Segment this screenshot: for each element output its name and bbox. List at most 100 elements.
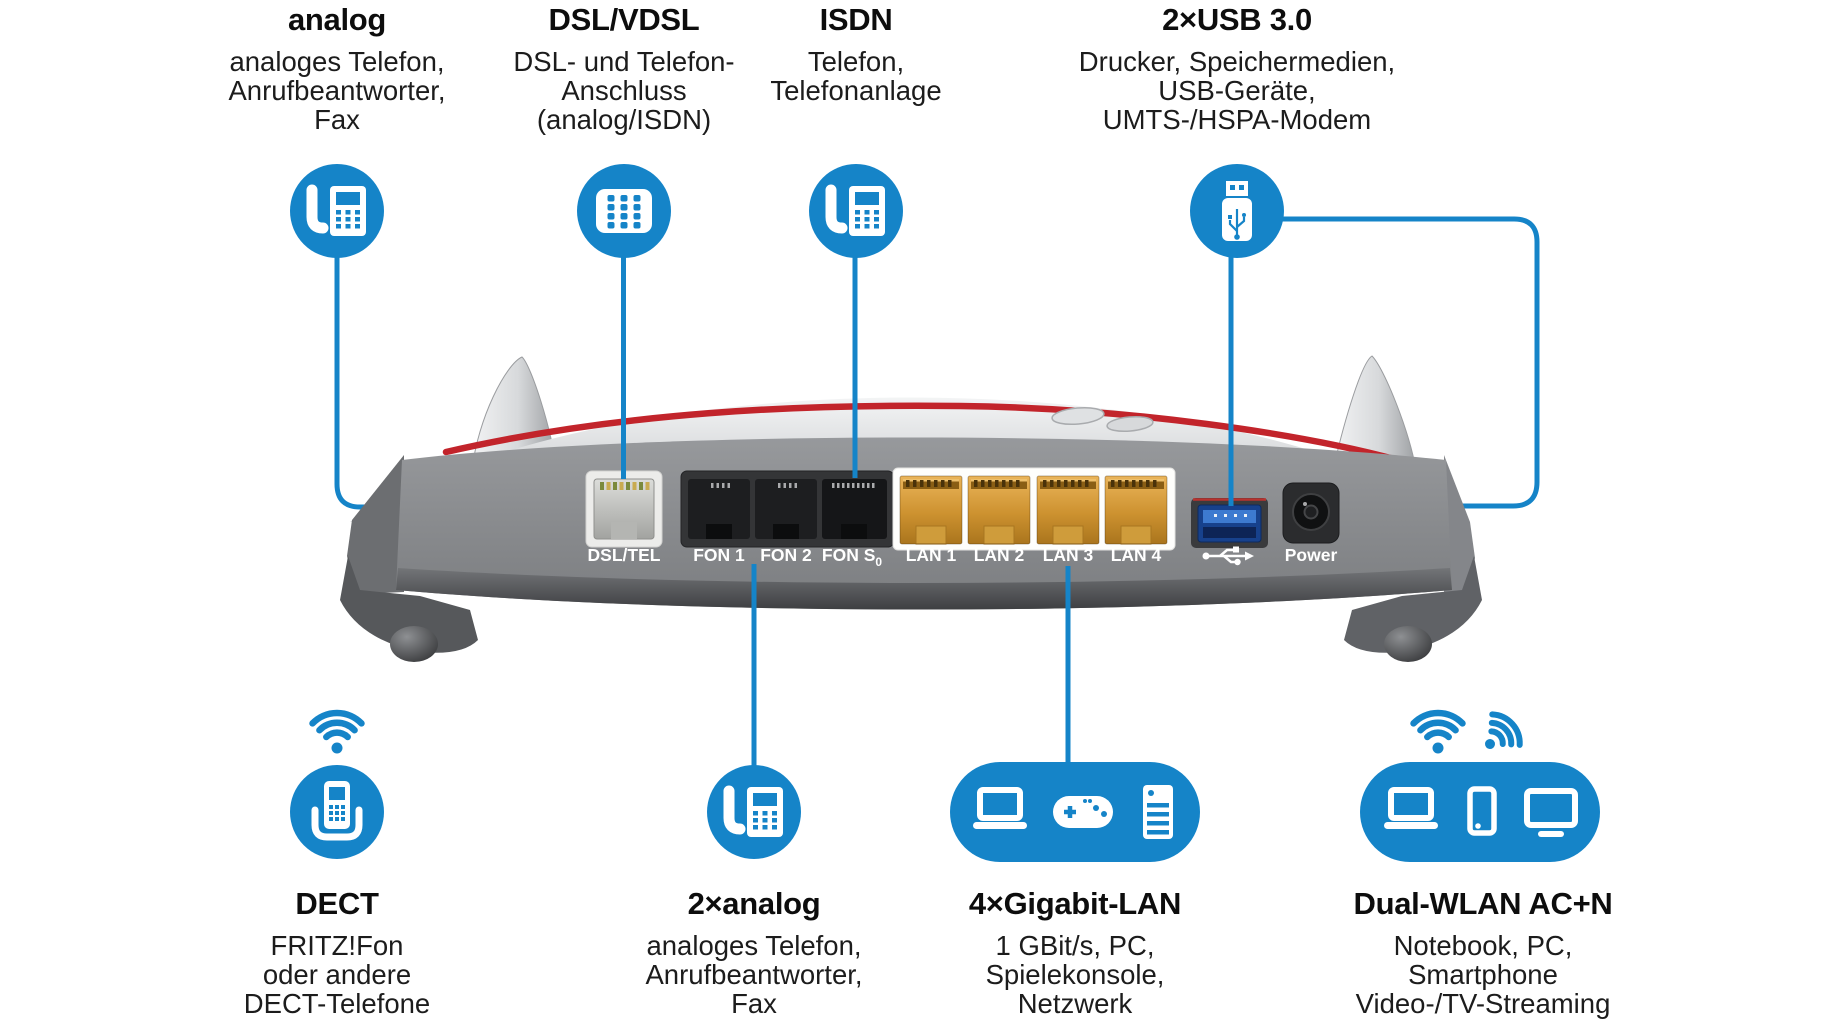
fon1-port bbox=[688, 479, 750, 539]
pc-tower-icon bbox=[1143, 785, 1173, 839]
fon-s0-port bbox=[822, 479, 887, 539]
usb-port bbox=[1191, 498, 1268, 548]
left-foot-flange bbox=[340, 556, 478, 653]
usb-stick-icon bbox=[1222, 181, 1252, 241]
lan2-port bbox=[967, 475, 1031, 545]
fon-port-block bbox=[680, 470, 895, 548]
section-line: Netzwerk bbox=[1017, 988, 1133, 1019]
section-heading: ISDN bbox=[819, 2, 893, 37]
dect-wifi-icon bbox=[309, 709, 365, 754]
panel-bottom-bevel bbox=[396, 568, 1452, 610]
section-heading: 2×USB 3.0 bbox=[1162, 2, 1312, 37]
left-foot-ball bbox=[390, 626, 438, 662]
section-line: oder andere bbox=[262, 959, 412, 990]
section-analog: analog analoges Telefon, Anrufbeantworte… bbox=[157, 2, 517, 134]
section-isdn: ISDN Telefon, Telefonanlage bbox=[706, 2, 1006, 105]
section-dect: DECT FRITZ!Fon oder andere DECT-Telefone bbox=[177, 886, 497, 1018]
section-dsl-vdsl: DSL/VDSL DSL- und Telefon- Anschluss (an… bbox=[474, 2, 774, 134]
lid-button bbox=[1106, 415, 1154, 433]
smartphone-icon bbox=[1467, 786, 1497, 836]
router-lid bbox=[350, 397, 1470, 522]
analog-to-left-side-line bbox=[334, 248, 436, 510]
section-heading: 2×analog bbox=[687, 886, 821, 921]
lid-button bbox=[1051, 406, 1105, 426]
gigabit-lan-icon-badge bbox=[950, 762, 1200, 862]
section-line: Anrufbeantworter, bbox=[645, 959, 863, 990]
right-side-face bbox=[1444, 455, 1475, 594]
analog-icon-badge bbox=[290, 164, 384, 258]
right-foot-flange bbox=[1344, 556, 1482, 653]
lan4-port bbox=[1104, 475, 1168, 545]
dual-wlan-icon-badge bbox=[1360, 762, 1600, 862]
section-heading: DSL/VDSL bbox=[548, 2, 700, 37]
red-top-stripe bbox=[442, 402, 1402, 464]
dsl-tel-label: DSL/TEL bbox=[588, 545, 661, 565]
section-line: Telefon, bbox=[807, 46, 905, 77]
desk-phone-icon bbox=[825, 184, 885, 236]
section-line: FRITZ!Fon bbox=[270, 930, 404, 961]
left-side-face bbox=[347, 455, 404, 594]
lan3-port bbox=[1036, 475, 1100, 545]
fon-s0-label: FON S0 bbox=[822, 545, 882, 569]
dsl-connector-icon bbox=[596, 189, 652, 233]
dsl-icon-badge bbox=[577, 164, 671, 258]
right-antenna-fin bbox=[1333, 355, 1417, 471]
section-line: Telefonanlage bbox=[770, 75, 942, 106]
section-line: Notebook, PC, bbox=[1393, 930, 1573, 961]
dect-icon-badge bbox=[290, 765, 384, 859]
section-heading: 4×Gigabit-LAN bbox=[968, 886, 1182, 921]
section-line: USB-Geräte, bbox=[1158, 75, 1316, 106]
dect-handset-icon bbox=[311, 781, 363, 841]
section-heading: DECT bbox=[295, 886, 379, 921]
section-dual-wlan: Dual-WLAN AC+N Notebook, PC, Smartphone … bbox=[1293, 886, 1673, 1018]
fon1-label: FON 1 bbox=[693, 545, 745, 565]
lan4-label: LAN 4 bbox=[1111, 545, 1162, 565]
section-line: Fax bbox=[314, 104, 360, 135]
section-line: DECT-Telefone bbox=[243, 988, 431, 1019]
power-jack bbox=[1282, 482, 1340, 544]
fon2-label: FON 2 bbox=[760, 545, 812, 565]
dual-wlan-wifi-icon bbox=[1410, 709, 1523, 754]
section-line: UMTS-/HSPA-Modem bbox=[1102, 104, 1372, 135]
section-heading: Dual-WLAN AC+N bbox=[1353, 886, 1613, 921]
lan-ports bbox=[899, 475, 1168, 545]
section-2x-analog: 2×analog analoges Telefon, Anrufbeantwor… bbox=[574, 886, 934, 1018]
section-line: Spielekonsole, bbox=[985, 959, 1165, 990]
section-line: Drucker, Speichermedien, bbox=[1078, 46, 1396, 77]
section-line: 1 GBit/s, PC, bbox=[995, 930, 1155, 961]
section-line: Video-/TV-Streaming bbox=[1355, 988, 1611, 1019]
desk-phone-icon bbox=[723, 785, 783, 837]
section-gigabit-lan: 4×Gigabit-LAN 1 GBit/s, PC, Spielekonsol… bbox=[905, 886, 1245, 1018]
usb-icon-badge bbox=[1190, 164, 1284, 258]
lan3-label: LAN 3 bbox=[1043, 545, 1094, 565]
section-line: Anschluss bbox=[561, 75, 687, 106]
lan1-port bbox=[899, 475, 963, 545]
lan-port-block bbox=[892, 467, 1176, 551]
section-line: Fax bbox=[731, 988, 777, 1019]
laptop-icon bbox=[1384, 787, 1438, 829]
section-line: analoges Telefon, bbox=[646, 930, 862, 961]
right-foot-ball bbox=[1384, 626, 1432, 662]
power-label: Power bbox=[1285, 545, 1338, 565]
lan2-label: LAN 2 bbox=[974, 545, 1025, 565]
dsl-tel-port bbox=[585, 470, 663, 548]
analog2-icon-badge bbox=[707, 765, 801, 859]
section-line: Smartphone bbox=[1408, 959, 1558, 990]
section-heading: analog bbox=[287, 2, 387, 37]
usb-to-right-side-line bbox=[1280, 216, 1540, 509]
isdn-icon-badge bbox=[809, 164, 903, 258]
usb-trident-icon bbox=[1202, 546, 1254, 566]
desk-phone-icon bbox=[306, 184, 366, 236]
tv-icon bbox=[1524, 788, 1578, 837]
section-line: (analog/ISDN) bbox=[536, 104, 712, 135]
lan1-label: LAN 1 bbox=[906, 545, 957, 565]
section-line: Anrufbeantworter, bbox=[228, 75, 446, 106]
game-controller-icon bbox=[1053, 796, 1113, 828]
laptop-icon bbox=[973, 787, 1027, 829]
section-usb: 2×USB 3.0 Drucker, Speichermedien, USB-G… bbox=[1027, 2, 1447, 134]
fon2-port bbox=[755, 479, 817, 539]
